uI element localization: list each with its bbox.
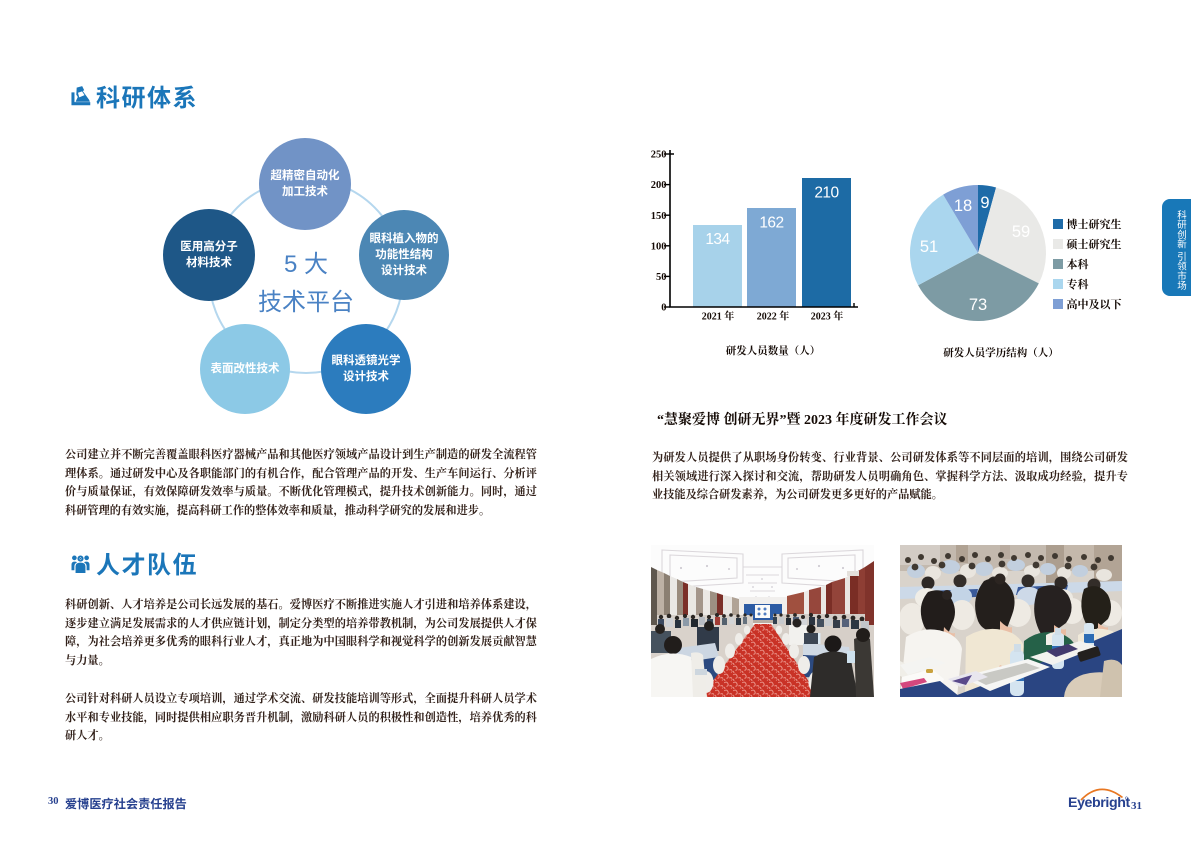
svg-text:100: 100 xyxy=(651,241,667,252)
svg-text:9: 9 xyxy=(980,194,989,212)
svg-text:134: 134 xyxy=(705,231,730,248)
svg-text:Eyebright: Eyebright xyxy=(1068,795,1131,811)
svg-text:2022 年: 2022 年 xyxy=(757,309,790,322)
svg-text:50: 50 xyxy=(656,272,667,283)
svg-text:专科: 专科 xyxy=(1067,277,1089,291)
svg-text:18: 18 xyxy=(954,197,972,215)
svg-text:本科: 本科 xyxy=(1067,257,1089,271)
svg-text:73: 73 xyxy=(969,296,987,314)
svg-text:150: 150 xyxy=(651,211,667,222)
svg-text:2021 年: 2021 年 xyxy=(702,309,735,322)
svg-text:硕士研究生: 硕士研究生 xyxy=(1067,237,1122,251)
svg-text:162: 162 xyxy=(759,215,783,232)
svg-text:51: 51 xyxy=(920,238,938,256)
svg-text:31: 31 xyxy=(1131,800,1142,812)
svg-text:210: 210 xyxy=(814,185,839,202)
svg-text:250: 250 xyxy=(651,150,667,161)
svg-text:200: 200 xyxy=(651,180,667,191)
svg-text:0: 0 xyxy=(661,303,666,314)
svg-text:2023 年: 2023 年 xyxy=(811,309,844,322)
svg-text:高中及以下: 高中及以下 xyxy=(1067,297,1123,311)
svg-text:59: 59 xyxy=(1012,223,1030,241)
svg-text:博士研究生: 博士研究生 xyxy=(1067,217,1122,231)
